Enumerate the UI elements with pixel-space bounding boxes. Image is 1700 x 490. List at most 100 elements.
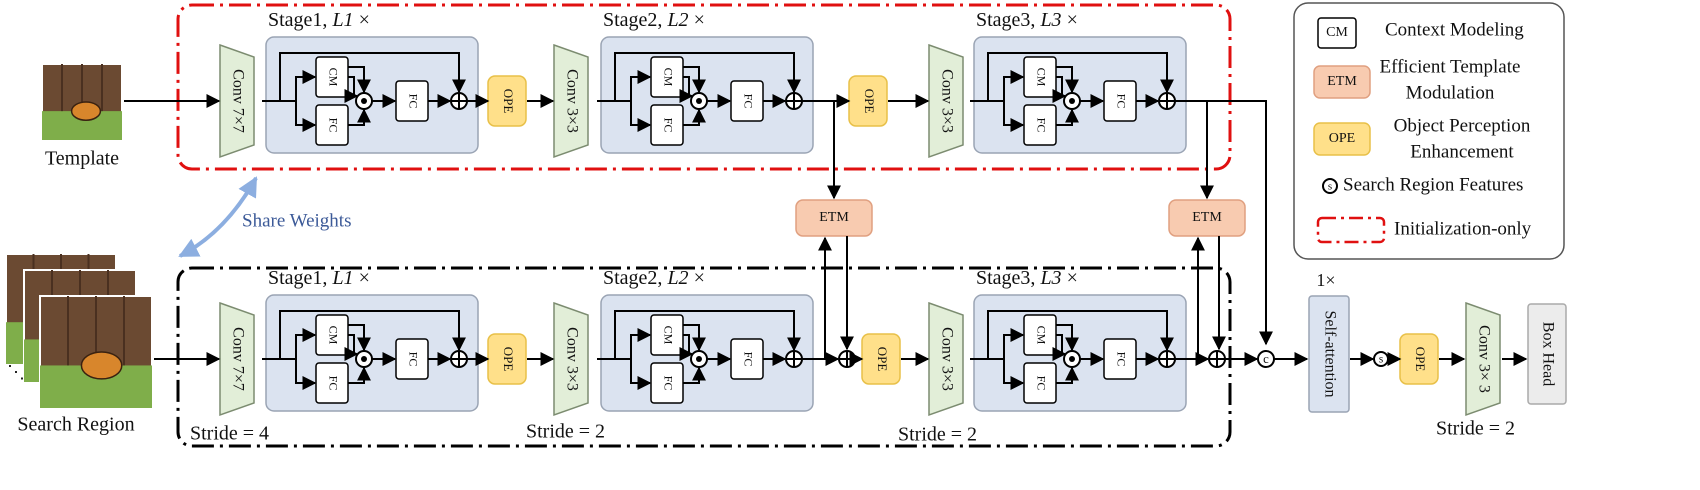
stride-label: Stride = 2 (1436, 418, 1515, 440)
share-weights-label: Share Weights (242, 210, 351, 231)
stride-label: Stride = 2 (898, 424, 977, 446)
fc-block-label: FC (661, 118, 675, 133)
template-label: Template (45, 148, 119, 170)
connector-line (295, 70, 317, 101)
multiply-icon-dot (1069, 98, 1075, 104)
search-region-label: Search Region (17, 414, 134, 436)
connector-line (630, 101, 652, 132)
connector-line (1052, 76, 1067, 103)
etm-block (795, 199, 873, 237)
connector-line (1003, 359, 1025, 390)
fc-block-label: FC (741, 94, 755, 109)
concat-icon-letter: c (1263, 352, 1269, 366)
add-icon-cross (786, 351, 802, 367)
conv-block (928, 301, 964, 417)
multiply-icon-dot (696, 98, 702, 104)
stage-block (973, 294, 1187, 412)
cm-block-label: CM (326, 68, 340, 87)
box-head-label: Box Head (1539, 322, 1556, 386)
connector-line (1003, 101, 1025, 132)
fc-block-label: FC (741, 352, 755, 367)
cm-block-label: CM (326, 326, 340, 345)
connector-line (1175, 100, 1273, 346)
legend-init-swatch (1316, 216, 1386, 244)
legend-cm-swatch (1317, 17, 1357, 49)
connector-line (295, 101, 317, 132)
connector-line (1056, 66, 1079, 94)
connector-line (344, 334, 359, 361)
conv-label: Conv 3×3 (938, 69, 955, 133)
stage-block (265, 36, 479, 154)
search-image-front-tiger (80, 351, 123, 380)
ope-label: OPE (862, 89, 877, 114)
search-feature-icon-letter: s (1379, 354, 1383, 366)
stage-title: Stage2, L2 × (603, 9, 705, 31)
stage-block (973, 36, 1187, 154)
connector-line (614, 310, 801, 359)
legend-ope-text: Enhancement (1410, 141, 1514, 162)
stage-block (600, 36, 814, 154)
connector-line (987, 52, 1174, 101)
connector-line (1056, 108, 1079, 126)
connector-line (279, 52, 466, 101)
conv-block (1465, 301, 1501, 417)
conv-label: Conv 7×7 (229, 69, 246, 133)
connector-line (679, 334, 694, 361)
template-image-tiger (70, 101, 102, 121)
cm-block-label: CM (661, 326, 675, 345)
connector-line (1003, 328, 1025, 359)
stack-dots: ⋱ (7, 362, 25, 382)
conv-label: Conv 3×3 (938, 327, 955, 391)
add-icon-cross (1159, 351, 1175, 367)
cm-block-label: CM (1034, 68, 1048, 87)
connector-line (348, 108, 371, 126)
stage-title: Stage1, L1 × (268, 9, 370, 31)
conv-block (219, 301, 255, 417)
fc-block-label: FC (1034, 376, 1048, 391)
fc-block-label: FC (406, 94, 420, 109)
connector-line (679, 76, 694, 103)
legend-ope-swatch (1313, 122, 1371, 156)
share-weights-arrow (178, 176, 258, 258)
legend-ope-box-label: OPE (1329, 131, 1355, 146)
legend-etm-swatch (1313, 65, 1371, 99)
add-icon-cross (786, 93, 802, 109)
legend-s-text: Search Region Features (1343, 174, 1523, 195)
connector-line (1052, 334, 1067, 361)
stride-label: Stride = 2 (526, 421, 605, 443)
conv-block (553, 43, 589, 159)
self-attention-block (1308, 295, 1350, 413)
conv-label: Conv 3×3 (563, 69, 580, 133)
legend-ope-text: Object Perception (1394, 115, 1531, 136)
search-branch-frame (176, 266, 1232, 448)
etm-label: ETM (1192, 210, 1222, 225)
connector-line (683, 366, 706, 384)
conv-label: Conv 3× 3 (1475, 325, 1492, 393)
legend-cm-text: Context Modeling (1385, 19, 1524, 40)
multiply-icon-dot (361, 356, 367, 362)
conv-label: Conv 3×3 (563, 327, 580, 391)
connector-line (1056, 366, 1079, 384)
legend-init-text: Initialization-only (1394, 218, 1532, 239)
fc-block-label: FC (661, 376, 675, 391)
connector-line (614, 52, 801, 101)
legend-etm-box-label: ETM (1327, 74, 1357, 89)
legend-etm-text: Modulation (1406, 82, 1495, 103)
connector-line (348, 366, 371, 384)
connector-line (630, 359, 652, 390)
ope-label: OPE (501, 347, 516, 372)
fc-block-label: FC (326, 376, 340, 391)
stage-title: Stage2, L2 × (603, 267, 705, 289)
box-head-block (1527, 303, 1567, 405)
fc-block-label: FC (406, 352, 420, 367)
fc-block-label: FC (1114, 94, 1128, 109)
add-icon-cross (451, 351, 467, 367)
legend-etm-text: Efficient Template (1380, 56, 1521, 77)
fc-block-label: FC (1114, 352, 1128, 367)
connector-line (295, 359, 317, 390)
cm-block-label: CM (661, 68, 675, 87)
legend-cm-box-label: CM (1326, 25, 1348, 40)
conv-label: Conv 7×7 (229, 327, 246, 391)
connector-line (683, 66, 706, 94)
